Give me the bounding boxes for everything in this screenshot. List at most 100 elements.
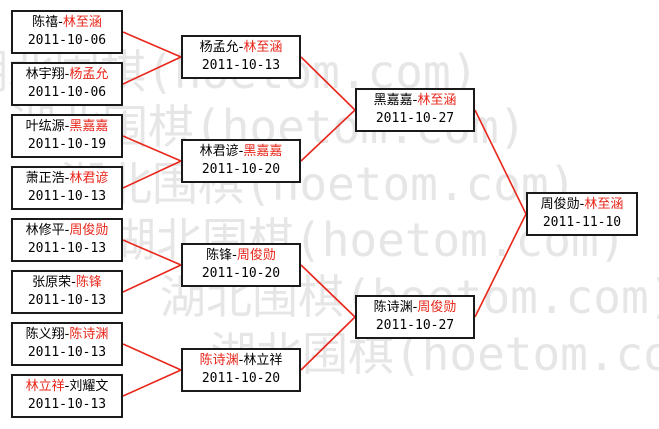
- player-1-name: 张原荣: [32, 275, 72, 290]
- match-date: 2011-10-27: [375, 111, 455, 126]
- connector-line: [122, 31, 182, 58]
- versus-dash: -: [238, 40, 244, 55]
- players-line: 萧正浩-林君谚: [26, 170, 109, 188]
- player-2-name: 黑嘉嘉: [243, 144, 283, 159]
- match-date: 2011-11-10: [542, 215, 622, 230]
- connector-line: [122, 56, 182, 85]
- versus-dash: -: [64, 327, 70, 342]
- match-date: 2011-10-13: [201, 58, 281, 73]
- versus-dash: -: [64, 223, 70, 238]
- player-1-name: 林君谚: [199, 144, 239, 159]
- players-line: 陈锋-周俊勋: [206, 247, 276, 265]
- versus-dash: -: [412, 300, 418, 315]
- match-date: 2011-10-19: [27, 137, 107, 152]
- players-line: 周俊勋-林至涵: [541, 196, 624, 214]
- player-2-name: 陈锋: [75, 275, 102, 290]
- match-date: 2011-10-20: [201, 162, 281, 177]
- player-2-name: 林至涵: [243, 40, 283, 55]
- connector-line: [300, 264, 356, 318]
- versus-dash: -: [238, 353, 244, 368]
- player-1-name: 萧正浩: [25, 171, 65, 186]
- player-1-name: 陈义翔: [25, 327, 65, 342]
- connector-line: [122, 264, 182, 293]
- player-1-name: 陈诗渊: [199, 353, 239, 368]
- player-2-name: 黑嘉嘉: [69, 119, 109, 134]
- players-line: 林修平-周俊勋: [26, 222, 109, 240]
- connector-line: [300, 109, 356, 162]
- player-2-name: 周俊勋: [236, 248, 276, 263]
- connector-line: [122, 343, 182, 371]
- player-1-name: 陈禧: [32, 15, 59, 30]
- versus-dash: -: [64, 119, 70, 134]
- players-line: 林立祥-刘耀文: [26, 378, 109, 396]
- match-date: 2011-10-13: [27, 241, 107, 256]
- versus-dash: -: [238, 144, 244, 159]
- match-date: 2011-10-06: [27, 33, 107, 48]
- player-1-name: 周俊勋: [540, 197, 580, 212]
- match-date: 2011-10-13: [27, 189, 107, 204]
- player-2-name: 林至涵: [62, 15, 102, 30]
- player-2-name: 陈诗渊: [69, 327, 109, 342]
- players-line: 林君谚-黑嘉嘉: [200, 143, 283, 161]
- connector-line: [122, 135, 182, 162]
- match-date: 2011-10-06: [27, 85, 107, 100]
- versus-dash: -: [64, 379, 70, 394]
- players-line: 陈义翔-陈诗渊: [26, 326, 109, 344]
- players-line: 黑嘉嘉-林至涵: [374, 92, 457, 110]
- player-2-name: 周俊勋: [417, 300, 457, 315]
- match-date: 2011-10-20: [201, 371, 281, 386]
- connector-line: [122, 160, 182, 189]
- player-1-name: 叶纮源: [25, 119, 65, 134]
- players-line: 林宇翔-杨孟允: [26, 66, 109, 84]
- players-line: 陈诗渊-林立祥: [200, 352, 283, 370]
- player-1-name: 林立祥: [25, 379, 65, 394]
- player-1-name: 林宇翔: [25, 67, 65, 82]
- versus-dash: -: [412, 93, 418, 108]
- players-line: 杨孟允-林至涵: [200, 39, 283, 57]
- match-date: 2011-10-27: [375, 318, 455, 333]
- match-date: 2011-10-20: [201, 266, 281, 281]
- connector-line: [122, 369, 182, 397]
- player-1-name: 陈锋: [206, 248, 233, 263]
- connector-line: [474, 109, 527, 215]
- connector-line: [474, 213, 527, 318]
- connector-line: [122, 239, 182, 266]
- match-date: 2011-10-13: [27, 293, 107, 308]
- player-2-name: 林至涵: [584, 197, 624, 212]
- player-2-name: 杨孟允: [69, 67, 109, 82]
- connector-line: [300, 316, 356, 371]
- players-line: 叶纮源-黑嘉嘉: [26, 118, 109, 136]
- player-2-name: 林至涵: [417, 93, 457, 108]
- player-2-name: 刘耀文: [69, 379, 109, 394]
- player-1-name: 黑嘉嘉: [373, 93, 413, 108]
- match-date: 2011-10-13: [27, 397, 107, 412]
- versus-dash: -: [64, 171, 70, 186]
- versus-dash: -: [64, 67, 70, 82]
- player-2-name: 周俊勋: [69, 223, 109, 238]
- players-line: 张原荣-陈锋: [32, 274, 102, 292]
- player-2-name: 林立祥: [243, 353, 283, 368]
- versus-dash: -: [579, 197, 585, 212]
- players-line: 陈诗渊-周俊勋: [374, 299, 457, 317]
- match-date: 2011-10-13: [27, 345, 107, 360]
- player-1-name: 杨孟允: [199, 40, 239, 55]
- player-1-name: 林修平: [25, 223, 65, 238]
- versus-dash: -: [232, 248, 237, 263]
